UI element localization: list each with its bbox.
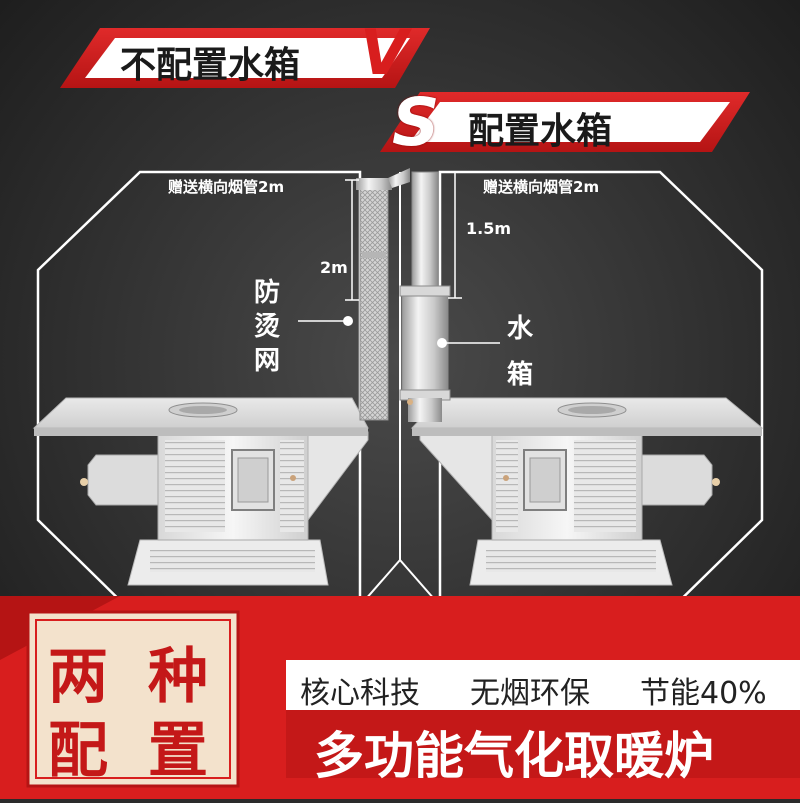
heat-guard-label-char-2: 烫 <box>254 312 281 342</box>
no-water-tank-label: 不配置水箱 <box>120 45 301 86</box>
badge-char-2: 种 <box>148 642 208 712</box>
heat-guard-label-char-3: 网 <box>254 346 281 376</box>
water-tank-label-char-1: 水 <box>507 314 534 344</box>
vs-v-letter: V <box>360 16 408 89</box>
vs-s-letter: S <box>392 84 440 161</box>
right-pipe-height-label: 1.5m <box>466 219 512 238</box>
feature-core-tech: 核心科技 <box>300 676 420 711</box>
badge-char-1: 两 <box>48 642 108 712</box>
badge-char-3: 配 <box>48 716 108 786</box>
with-water-tank-label: 配置水箱 <box>468 111 613 152</box>
left-pipe-height-label: 2m <box>320 258 348 277</box>
badge-char-4: 置 <box>148 716 208 786</box>
heat-guard-label-char-1: 防 <box>254 278 281 308</box>
water-tank-label-char-2: 箱 <box>507 360 534 390</box>
feature-smokeless: 无烟环保 <box>470 676 590 711</box>
left-pipe-gift-label: 赠送横向烟管2m <box>168 178 285 196</box>
product-name: 多功能气化取暖炉 <box>314 727 714 785</box>
feature-energy-saving: 节能40% <box>640 676 767 711</box>
right-pipe-gift-label: 赠送横向烟管2m <box>483 178 600 196</box>
